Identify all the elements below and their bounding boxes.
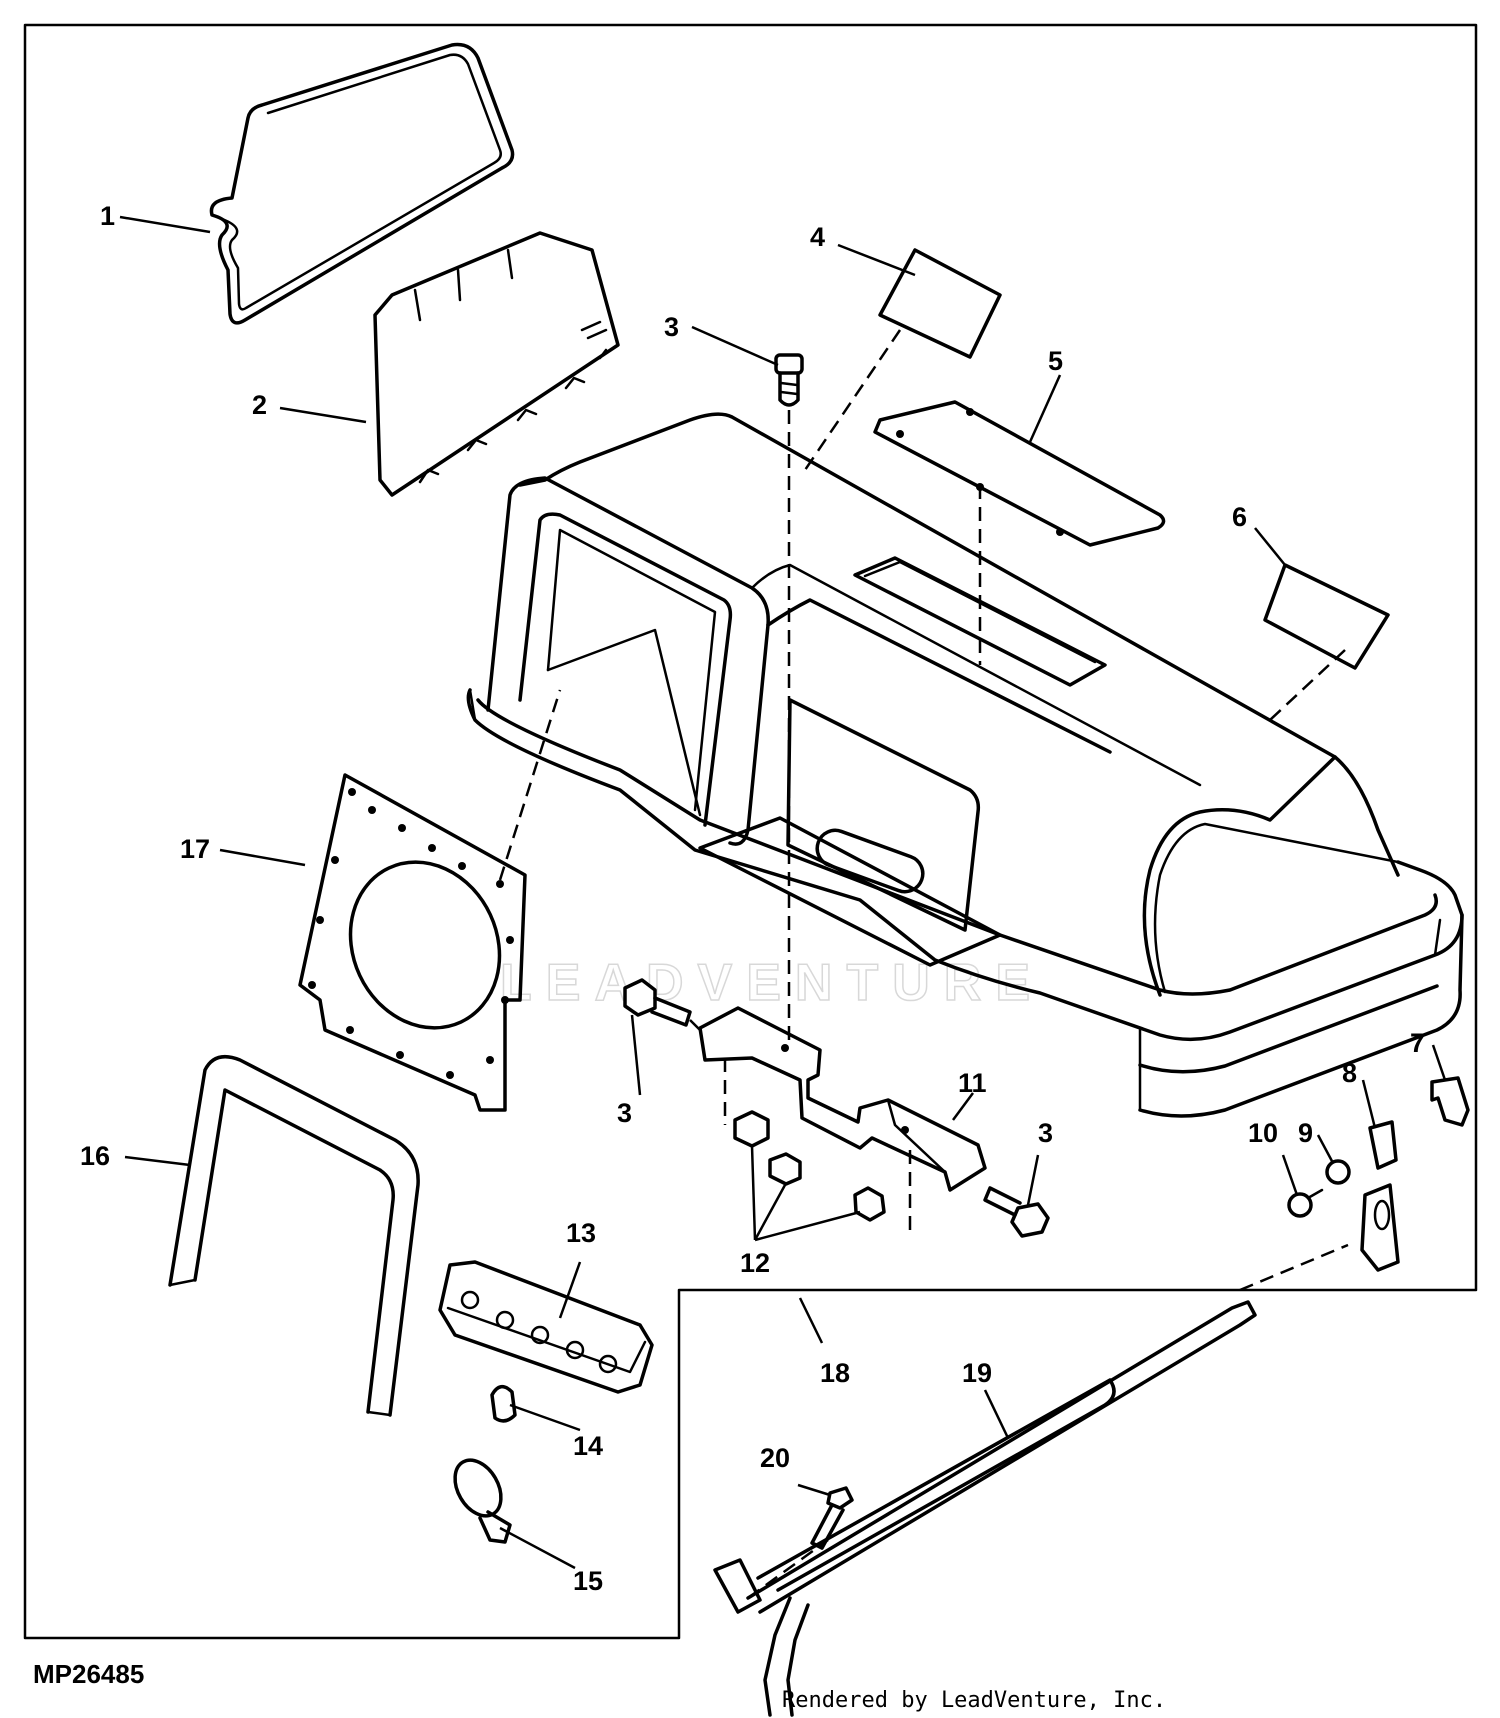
part-14-clip — [490, 1385, 517, 1423]
callout-3-right: 3 — [1038, 1118, 1053, 1148]
part-16-u-bracket — [168, 1054, 420, 1417]
callout-18: 18 — [820, 1358, 850, 1388]
callout-5: 5 — [1048, 346, 1063, 376]
callout-2: 2 — [252, 390, 267, 420]
callout-15: 15 — [573, 1566, 603, 1596]
hood-housing — [466, 412, 1464, 1118]
callout-4: 4 — [810, 222, 825, 252]
callout-7: 7 — [1410, 1028, 1425, 1058]
part-2-screen — [373, 231, 620, 497]
part-9-washer — [1325, 1159, 1351, 1185]
assembly-lines — [498, 329, 1349, 1600]
callout-19: 19 — [962, 1358, 992, 1388]
drawing-code: MP26485 — [33, 1659, 144, 1689]
callout-16: 16 — [80, 1141, 110, 1171]
part-3-bolt-left — [623, 978, 692, 1027]
part-8-latch — [1360, 1120, 1400, 1272]
callouts: 1 2 3 3 3 4 5 6 7 8 9 10 11 12 13 14 15 … — [80, 201, 1425, 1596]
part-6-label — [1263, 563, 1390, 670]
callout-8: 8 — [1342, 1058, 1357, 1088]
part-3-bolt-top — [774, 353, 804, 407]
callout-12: 12 — [740, 1248, 770, 1278]
callout-13: 13 — [566, 1218, 596, 1248]
part-15-cable-clamp — [453, 1458, 512, 1544]
callout-1: 1 — [100, 201, 115, 231]
callout-10: 10 — [1248, 1118, 1278, 1148]
part-20-screw — [810, 1486, 854, 1550]
callout-9: 9 — [1298, 1118, 1313, 1148]
watermark: LEADVENTURE — [500, 954, 1044, 1012]
leader-lines — [119, 215, 1447, 1570]
diagram-frame — [23, 23, 1478, 1640]
callout-20: 20 — [760, 1443, 790, 1473]
callout-11: 11 — [958, 1068, 987, 1098]
part-11-bracket — [698, 1006, 987, 1192]
part-7-clip — [1430, 1076, 1470, 1127]
part-4-label — [878, 248, 1002, 359]
credit-text: Rendered by LeadVenture, Inc. — [782, 1688, 1166, 1713]
callout-14: 14 — [573, 1431, 603, 1461]
part-1-gasket — [209, 42, 515, 325]
part-19-latch-rod — [713, 1300, 1257, 1717]
part-12-nuts — [733, 1110, 886, 1222]
callout-3-top: 3 — [664, 312, 679, 342]
callout-3-left: 3 — [617, 1098, 632, 1128]
part-17-mounting-plate — [298, 773, 527, 1112]
callout-6: 6 — [1232, 502, 1247, 532]
part-13-terminal-strip — [438, 1260, 654, 1394]
part-10-screw — [1287, 1188, 1324, 1218]
callout-17: 17 — [180, 834, 210, 864]
part-3-bolt-right — [983, 1186, 1050, 1238]
